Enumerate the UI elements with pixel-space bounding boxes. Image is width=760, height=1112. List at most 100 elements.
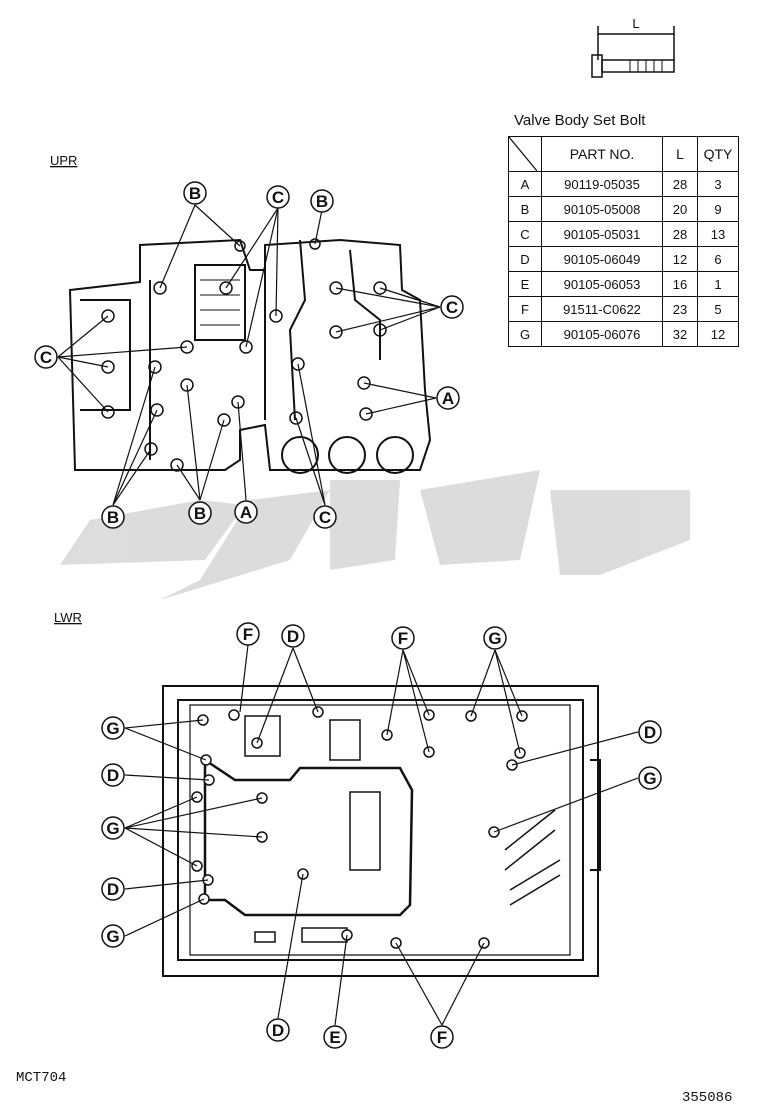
svg-text:D: D <box>644 723 656 742</box>
svg-text:B: B <box>194 504 206 523</box>
figure-code: MCT704 <box>16 1070 67 1086</box>
callout-f: F <box>391 626 415 650</box>
header-length: L <box>662 136 698 172</box>
table-row: D 90105-06049 12 6 <box>508 246 739 272</box>
table-row: B 90105-05008 20 9 <box>508 196 739 222</box>
callout-c: C <box>266 185 290 209</box>
row-qty: 13 <box>697 221 739 247</box>
callout-b: B <box>188 501 212 525</box>
callout-d: D <box>101 877 125 901</box>
svg-text:D: D <box>287 627 299 646</box>
header-qty: QTY <box>697 136 739 172</box>
header-diagonal-cell <box>508 136 542 172</box>
table-row: G 90105-06076 32 12 <box>508 321 739 347</box>
svg-text:G: G <box>106 927 119 946</box>
row-qty: 12 <box>697 321 739 347</box>
svg-text:G: G <box>106 719 119 738</box>
svg-text:F: F <box>398 629 408 648</box>
row-part-no: 90105-06049 <box>541 246 663 272</box>
callout-d: D <box>638 720 662 744</box>
svg-text:C: C <box>446 298 458 317</box>
row-code: B <box>508 196 542 222</box>
svg-text:C: C <box>272 188 284 207</box>
row-length: 28 <box>662 221 698 247</box>
row-part-no: 91511-C0622 <box>541 296 663 322</box>
svg-text:G: G <box>643 769 656 788</box>
row-code: E <box>508 271 542 297</box>
svg-text:F: F <box>437 1028 447 1047</box>
callout-e: E <box>323 1025 347 1049</box>
row-length: 16 <box>662 271 698 297</box>
table-row: A 90119-05035 28 3 <box>508 171 739 197</box>
callout-c: C <box>313 505 337 529</box>
row-code: C <box>508 221 542 247</box>
diagonal-line <box>509 137 537 171</box>
row-qty: 6 <box>697 246 739 272</box>
svg-text:D: D <box>272 1021 284 1040</box>
header-part-no: PART NO. <box>541 136 663 172</box>
callout-b: B <box>101 505 125 529</box>
watermark-logo <box>60 470 690 600</box>
callout-a: A <box>436 386 460 410</box>
row-qty: 1 <box>697 271 739 297</box>
row-qty: 9 <box>697 196 739 222</box>
svg-text:E: E <box>329 1028 340 1047</box>
row-length: 12 <box>662 246 698 272</box>
svg-text:C: C <box>40 348 52 367</box>
callout-b: B <box>183 181 207 205</box>
bolt-icon <box>591 26 675 78</box>
callout-f: F <box>430 1025 454 1049</box>
upper-callouts: B C B C C A B B A C <box>34 181 464 529</box>
catalog-number: 355086 <box>682 1090 733 1106</box>
bolt-table-title: Valve Body Set Bolt <box>514 112 646 129</box>
row-length: 28 <box>662 171 698 197</box>
table-row: C 90105-05031 28 13 <box>508 221 739 247</box>
svg-text:D: D <box>107 880 119 899</box>
svg-text:G: G <box>488 629 501 648</box>
bolt-table-header: PART NO. L QTY <box>508 136 739 172</box>
callout-g: G <box>101 816 125 840</box>
lower-leader-lines <box>124 644 639 1026</box>
svg-text:B: B <box>189 184 201 203</box>
upper-leader-lines <box>57 204 441 506</box>
callout-f: F <box>236 622 260 646</box>
row-qty: 3 <box>697 171 739 197</box>
row-qty: 5 <box>697 296 739 322</box>
upper-label: UPR <box>50 153 77 168</box>
svg-text:C: C <box>319 508 331 527</box>
row-part-no: 90105-05008 <box>541 196 663 222</box>
callout-g: G <box>638 766 662 790</box>
row-part-no: 90119-05035 <box>541 171 663 197</box>
row-code: G <box>508 321 542 347</box>
row-part-no: 90105-06076 <box>541 321 663 347</box>
bolt-table: PART NO. L QTY A 90119-05035 28 3 B 9010… <box>508 136 739 347</box>
callout-c: C <box>440 295 464 319</box>
callout-d: D <box>266 1018 290 1042</box>
upper-bolt-holes <box>101 238 387 472</box>
svg-text:B: B <box>107 508 119 527</box>
svg-text:B: B <box>316 192 328 211</box>
callout-b: B <box>310 189 334 213</box>
row-length: 23 <box>662 296 698 322</box>
svg-text:A: A <box>442 389 454 408</box>
callout-g: G <box>101 716 125 740</box>
bolt-length-label: L <box>632 16 639 31</box>
table-row: E 90105-06053 16 1 <box>508 271 739 297</box>
row-length: 32 <box>662 321 698 347</box>
callout-d: D <box>281 624 305 648</box>
svg-text:A: A <box>240 503 252 522</box>
row-code: F <box>508 296 542 322</box>
callout-g: G <box>483 626 507 650</box>
upper-valve-body <box>68 238 432 474</box>
callout-a: A <box>234 500 258 524</box>
svg-text:D: D <box>107 766 119 785</box>
table-row: F 91511-C0622 23 5 <box>508 296 739 322</box>
row-part-no: 90105-06053 <box>541 271 663 297</box>
row-part-no: 90105-05031 <box>541 221 663 247</box>
callout-c: C <box>34 345 58 369</box>
callout-g: G <box>101 924 125 948</box>
callout-d: D <box>101 763 125 787</box>
row-length: 20 <box>662 196 698 222</box>
svg-text:G: G <box>106 819 119 838</box>
